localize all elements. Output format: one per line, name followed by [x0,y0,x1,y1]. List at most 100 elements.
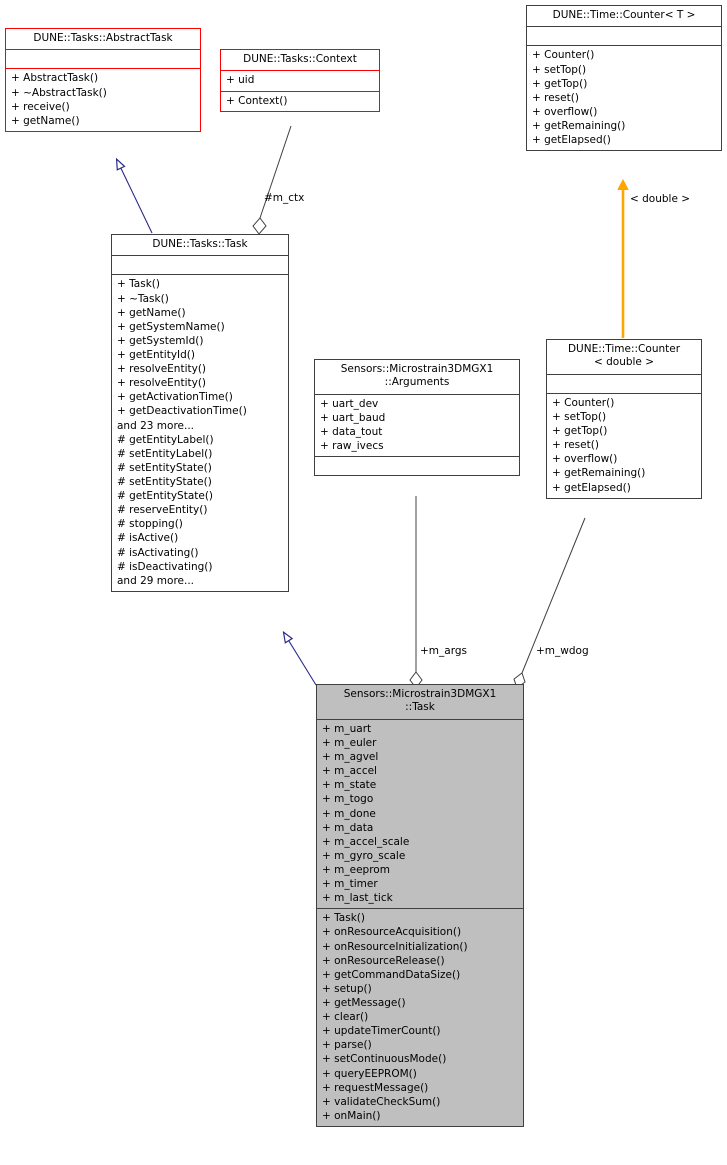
class-box-abstract-task[interactable]: DUNE::Tasks::AbstractTask + AbstractTask… [5,28,201,132]
class-title-arguments: Sensors::Microstrain3DMGX1 ::Arguments [340,363,494,389]
class-method-row: + getMessage() [322,996,406,1009]
edge-label-m-wdog: +m_wdog [536,645,589,657]
class-method-row: + reset() [552,439,599,452]
class-method-row: + requestMessage() [322,1081,429,1094]
class-method-row: + getSystemName() [117,320,225,333]
class-title-context: DUNE::Tasks::Context [243,53,357,65]
class-method-row: + Task() [322,912,365,925]
class-method-row: + getName() [117,306,186,319]
class-methods-counter-double: + Counter() + setTop() + getTop() + rese… [547,392,701,498]
class-method-row: + Task() [117,278,160,291]
class-method-row: + getRemaining() [532,119,626,132]
class-attributes-abstract-task [6,49,200,68]
class-method-row: + onResourceRelease() [322,954,445,967]
class-title-counter-t: DUNE::Time::Counter< T > [552,9,696,21]
edge-aggregation-m-wdog [513,517,586,689]
class-method-row: + getTop() [532,77,588,90]
class-method-row: # reserveEntity() [117,504,208,517]
class-method-row: + getDeactivationTime() [117,405,247,418]
class-method-row: + receive() [11,100,70,113]
class-method-row: + getCommandDataSize() [322,968,461,981]
class-attribute-row: + data_tout [320,426,383,439]
class-method-row: + Counter() [532,49,595,62]
class-attribute-row: + m_euler [322,736,377,749]
class-attribute-row: + uid [226,74,255,87]
class-attribute-row: + m_agvel [322,751,379,764]
class-box-counter-t[interactable]: DUNE::Time::Counter< T > + Counter() + s… [526,5,722,152]
edge-inheritance-dune-task [284,633,317,686]
class-attributes-context: + uid [221,70,379,90]
class-method-row: + setContinuousMode() [322,1053,447,1066]
class-attribute-row: + raw_ivecs [320,440,384,453]
class-attributes-dune-task [112,255,288,274]
class-method-row: # isActive() [117,532,179,545]
class-attribute-row: + m_done [322,807,376,820]
class-method-row: + ~AbstractTask() [11,86,107,99]
class-method-row: + onResourceAcquisition() [322,926,462,939]
class-method-row: + getRemaining() [552,467,646,480]
class-title-abstract-task: DUNE::Tasks::AbstractTask [33,32,173,44]
class-method-row: # stopping() [117,518,183,531]
class-method-row: # isActivating() [117,546,199,559]
class-more-row: and 23 more... [117,419,195,432]
class-method-row: + clear() [322,1011,369,1024]
class-methods-context: + Context() [221,90,379,111]
class-attribute-row: + m_data [322,821,374,834]
class-method-row: + resolveEntity() [117,363,207,376]
class-method-row: + setTop() [532,63,587,76]
class-attribute-row: + m_gyro_scale [322,849,406,862]
class-title-microstrain-task: Sensors::Microstrain3DMGX1 ::Task [343,688,497,714]
class-attribute-row: + m_eeprom [322,863,390,876]
class-attributes-counter-t [527,26,721,45]
class-method-row: + getTop() [552,425,608,438]
class-method-row: + getElapsed() [552,481,631,494]
class-method-row: # getEntityLabel() [117,433,214,446]
class-attribute-row: + m_togo [322,793,374,806]
class-box-arguments[interactable]: Sensors::Microstrain3DMGX1 ::Arguments +… [314,359,520,477]
class-attribute-row: + m_last_tick [322,892,393,905]
class-attribute-row: + m_state [322,779,377,792]
class-methods-arguments [315,456,519,475]
class-method-row: + parse() [322,1039,372,1052]
class-attribute-row: + uart_baud [320,411,386,424]
class-method-row: + getEntityId() [117,348,195,361]
class-attributes-microstrain-task: + m_uart + m_euler + m_agvel + m_accel +… [317,718,523,908]
class-method-row: + validateCheckSum() [322,1095,441,1108]
class-method-row: + getSystemId() [117,334,204,347]
class-method-row: + Context() [226,94,288,107]
class-method-row: + overflow() [532,105,598,118]
class-method-row: # isDeactivating() [117,560,213,573]
class-method-row: + setTop() [552,410,607,423]
class-box-context[interactable]: DUNE::Tasks::Context + uid + Context() [220,49,380,112]
class-method-row: + onMain() [322,1109,381,1122]
class-attribute-row: + uart_dev [320,397,379,410]
class-method-row: # getEntityState() [117,490,214,503]
class-method-row: + setup() [322,982,372,995]
class-box-counter-double[interactable]: DUNE::Time::Counter < double > + Counter… [546,339,702,499]
class-method-row: + updateTimerCount() [322,1025,441,1038]
class-method-row: + Counter() [552,396,615,409]
class-method-row: # setEntityState() [117,461,212,474]
edge-label-double: < double > [630,193,691,205]
class-box-microstrain-task[interactable]: Sensors::Microstrain3DMGX1 ::Task + m_ua… [316,684,524,1127]
class-attribute-row: + m_accel_scale [322,835,410,848]
class-attribute-row: + m_timer [322,878,378,891]
class-attributes-arguments: + uart_dev + uart_baud + data_tout + raw… [315,393,519,456]
class-method-row: + resolveEntity() [117,377,207,390]
class-method-row: # setEntityLabel() [117,447,213,460]
edge-label-m-args: +m_args [420,645,467,657]
class-method-row: + onResourceInitialization() [322,940,468,953]
class-method-row: + getName() [11,114,80,127]
class-box-dune-task[interactable]: DUNE::Tasks::Task + Task() + ~Task() + g… [111,234,289,592]
class-methods-dune-task: + Task() + ~Task() + getName() + getSyst… [112,274,288,590]
class-method-row: + overflow() [552,453,618,466]
class-more-row: and 29 more... [117,574,195,587]
class-method-row: + reset() [532,91,579,104]
class-attributes-counter-double [547,373,701,393]
class-method-row: + getActivationTime() [117,391,233,404]
class-methods-abstract-task: + AbstractTask() + ~AbstractTask() + rec… [6,68,200,130]
class-attribute-row: + m_accel [322,765,377,778]
edge-aggregation-m-ctx [252,125,292,235]
edge-inheritance-abstracttask [117,160,153,234]
